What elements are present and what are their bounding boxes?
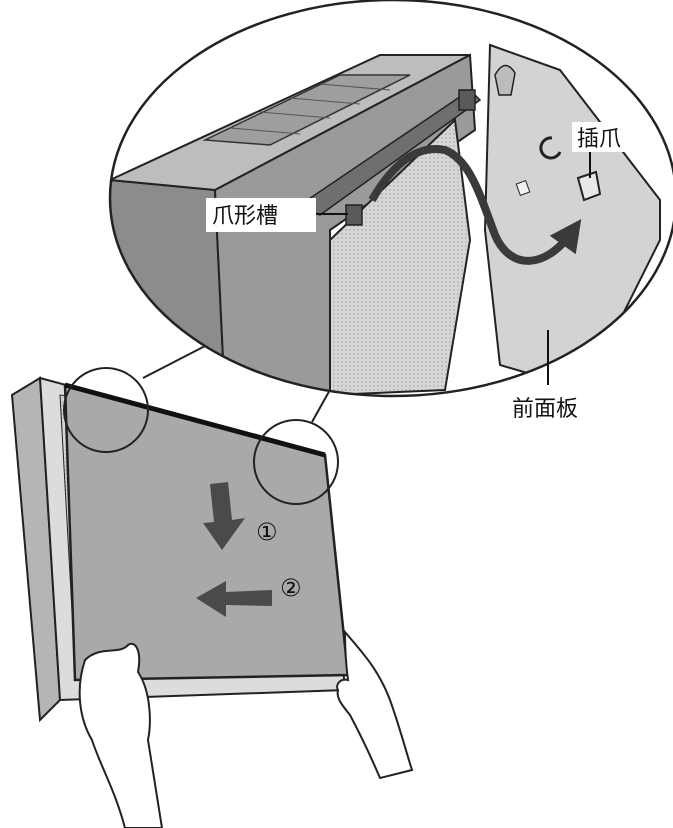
connector-line-left xyxy=(142,344,208,379)
detail-circle-left xyxy=(63,367,149,453)
step-number-2: ② xyxy=(280,574,302,602)
left-hand xyxy=(78,642,164,828)
panel-hook xyxy=(539,136,562,160)
arrow-left-icon xyxy=(196,581,272,617)
claw-slot-top xyxy=(458,89,476,111)
step-number-1: ① xyxy=(256,518,278,546)
right-hand xyxy=(336,629,414,780)
label-insert-claw: 插爪 xyxy=(577,127,621,152)
label-front-panel: 前面板 xyxy=(512,397,578,422)
vent-grille xyxy=(202,74,411,146)
curved-motion-arrow xyxy=(368,145,582,265)
panel-claw-top xyxy=(494,64,516,96)
main-unit-view: ① ② xyxy=(10,367,414,828)
claw-slot-left xyxy=(345,204,363,226)
air-filter-mesh xyxy=(329,117,472,396)
detail-circle-right xyxy=(253,419,339,505)
zoom-ellipse-outline xyxy=(108,0,673,398)
arrow-down-icon xyxy=(203,482,245,550)
zoom-detail-view xyxy=(108,0,673,398)
front-panel-main xyxy=(63,383,350,682)
connector-line-right xyxy=(311,387,332,423)
label-claw-slot: 爪形槽 xyxy=(212,204,278,229)
